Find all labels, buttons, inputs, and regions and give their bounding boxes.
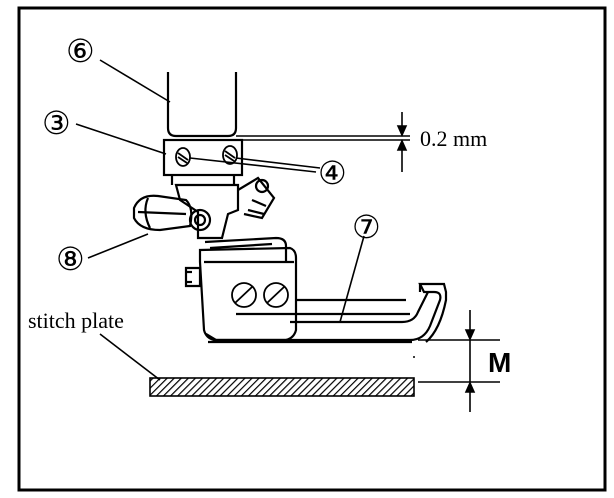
diagram-frame (17, 6, 607, 492)
presser-foot-mechanism (174, 176, 288, 262)
label-eccentric-shaft: ⑧ (56, 240, 85, 278)
presser-bar-block (162, 138, 244, 185)
clearance-dimension (236, 112, 410, 172)
stitch-plate (149, 377, 415, 397)
set-screw-left (175, 147, 191, 167)
presser-foot-sole (205, 282, 448, 344)
leader-lines (75, 59, 365, 381)
foot-screw-left (231, 282, 257, 308)
label-screws: ④ (318, 154, 347, 192)
foot-screw-right (263, 282, 289, 308)
reference-dot (413, 356, 415, 358)
label-clearance-value: 0.2 mm (420, 126, 487, 151)
height-dimension (418, 310, 500, 412)
label-presser-bar-block: ③ (42, 104, 71, 142)
eccentric-shaft (132, 194, 212, 232)
needle-bar (166, 72, 238, 138)
set-screw-right (222, 145, 238, 165)
label-height-M: M (488, 347, 511, 378)
label-stitch-plate: stitch plate (28, 308, 124, 333)
label-needle-bar: ⑥ (66, 32, 95, 70)
label-presser-foot: ⑦ (352, 208, 381, 246)
